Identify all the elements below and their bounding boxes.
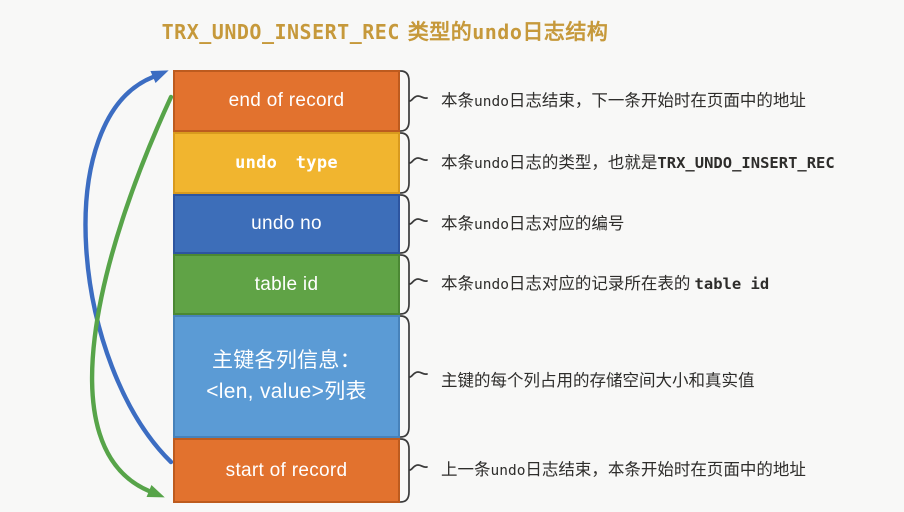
blue-loop-arrow	[83, 74, 174, 465]
bracket	[399, 315, 428, 438]
bracket	[399, 194, 428, 254]
annotation-code: table id	[694, 275, 770, 293]
annotation-text: 日志对应的编号	[508, 214, 625, 233]
block-label: 主键各列信息： <len, value>列表	[206, 349, 367, 403]
annotation-text: undo	[474, 156, 509, 172]
annotation-text: 本条	[441, 214, 474, 233]
block-undo-type: undo type	[173, 132, 400, 194]
annotation-text: 日志结束，本条开始时在页面中的地址	[525, 460, 806, 479]
annotation-undo-type: 本条undo日志的类型，也就是TRX_UNDO_INSERT_REC	[441, 151, 835, 175]
title-code-segment: TRX_UNDO_INSERT_REC	[161, 20, 400, 44]
block-start-of-record: start of record	[173, 438, 400, 503]
annotation-undo-no: 本条undo日志对应的编号	[441, 212, 624, 236]
annotation-text: undo	[474, 277, 509, 293]
bracket	[399, 438, 428, 503]
block-primary-key-columns: 主键各列信息： <len, value>列表	[173, 315, 400, 438]
block-label: end of record	[228, 90, 345, 111]
annotation-text: 上一条	[441, 460, 491, 479]
annotation-end-of-record: 本条undo日志结束，下一条开始时在页面中的地址	[441, 89, 806, 113]
blue-arrowhead-icon	[150, 70, 169, 83]
annotation-text: undo	[490, 463, 526, 479]
green-arrowhead-icon	[146, 484, 165, 498]
annotation-text: undo	[474, 94, 509, 110]
annotation-text: 本条	[441, 153, 474, 172]
block-table-id: table id	[173, 254, 400, 315]
bracket	[399, 254, 428, 315]
diagram-title: TRX_UNDO_INSERT_REC 类型的undo日志结构	[60, 16, 710, 46]
field-brackets	[399, 70, 428, 503]
annotation-text: 日志结束，下一条开始时在页面中的地址	[508, 91, 806, 110]
block-end-of-record: end of record	[173, 70, 400, 132]
block-label: start of record	[225, 459, 348, 481]
annotation-primary-key-columns: 主键的每个列占用的存储空间大小和真实值	[441, 369, 755, 393]
annotation-code: TRX_UNDO_INSERT_REC	[657, 154, 835, 172]
green-loop-arrow	[89, 94, 174, 494]
annotation-start-of-record: 上一条undo日志结束，本条开始时在页面中的地址	[441, 458, 806, 482]
block-label: table id	[254, 273, 319, 295]
bracket	[399, 70, 428, 132]
block-undo-no: undo no	[173, 194, 400, 254]
title-text-segment: 日志结构	[522, 20, 609, 44]
block-label: undo no	[251, 213, 322, 234]
annotation-table-id: 本条undo日志对应的记录所在表的 table id	[441, 272, 769, 296]
title-text-segment: 类型的	[399, 20, 473, 44]
block-label: undo type	[235, 153, 338, 173]
title-code-segment: undo	[472, 20, 523, 44]
annotation-text: 日志的类型，也就是	[508, 153, 658, 172]
annotation-text: 本条	[441, 91, 474, 110]
annotation-text: 本条	[441, 274, 474, 293]
bracket	[399, 132, 428, 194]
annotation-text: undo	[474, 217, 509, 233]
annotation-text: 日志对应的记录所在表的	[508, 274, 695, 293]
annotation-text: 主键的每个列占用的存储空间大小和真实值	[441, 371, 755, 390]
